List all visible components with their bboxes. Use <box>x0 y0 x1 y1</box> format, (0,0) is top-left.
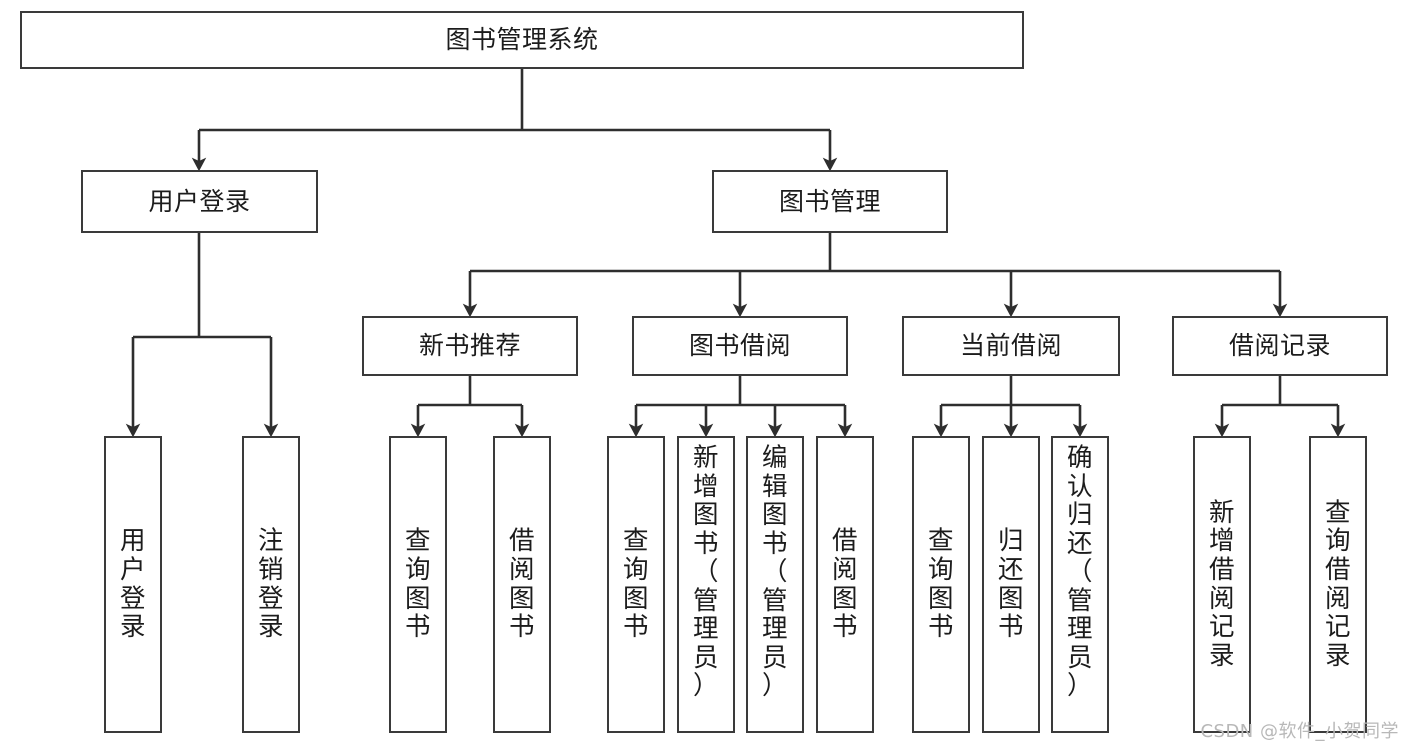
node-label: 查 询 借 阅 记 录 <box>1324 497 1351 671</box>
node-label: 图书借阅 <box>688 331 791 360</box>
node-leaf-add-record[interactable]: 新 增 借 阅 记 录 <box>1193 436 1251 733</box>
node-label: 借 阅 图 书 <box>831 526 858 643</box>
node-label: 图书管理 <box>778 186 881 216</box>
node-leaf-return-book[interactable]: 归 还 图 书 <box>982 436 1040 733</box>
node-label: 借 阅 图 书 <box>508 526 535 643</box>
node-label: 用户登录 <box>148 186 251 216</box>
node-leaf-edit-book[interactable]: 编 辑 图 书 （ 管 理 员 ） <box>746 436 804 733</box>
node-label: 查 询 图 书 <box>927 526 954 643</box>
csdn-watermark: CSDN @软件_小贺同学 <box>1200 721 1399 742</box>
node-leaf-user-login[interactable]: 用 户 登 录 <box>104 436 162 733</box>
node-user-login[interactable]: 用户登录 <box>81 170 318 233</box>
node-leaf-add-book[interactable]: 新 增 图 书 （ 管 理 员 ） <box>677 436 735 733</box>
node-borrow-record[interactable]: 借阅记录 <box>1172 316 1388 376</box>
node-leaf-borrow-book-2[interactable]: 借 阅 图 书 <box>816 436 874 733</box>
node-leaf-query-book-2[interactable]: 查 询 图 书 <box>607 436 665 733</box>
node-label: 新 增 图 书 （ 管 理 员 ） <box>692 443 719 702</box>
node-label: 查 询 图 书 <box>404 526 431 643</box>
node-label: 新书推荐 <box>418 331 521 360</box>
node-leaf-query-book-3[interactable]: 查 询 图 书 <box>912 436 970 733</box>
node-leaf-confirm-return[interactable]: 确 认 归 还 （ 管 理 员 ） <box>1051 436 1109 733</box>
node-leaf-query-book-1[interactable]: 查 询 图 书 <box>389 436 447 733</box>
node-label: 确 认 归 还 （ 管 理 员 ） <box>1066 443 1093 702</box>
node-label: 查 询 图 书 <box>622 526 649 643</box>
node-label: 归 还 图 书 <box>997 526 1024 643</box>
node-leaf-logout[interactable]: 注 销 登 录 <box>242 436 300 733</box>
node-label: 编 辑 图 书 （ 管 理 员 ） <box>761 443 788 702</box>
node-leaf-borrow-book-1[interactable]: 借 阅 图 书 <box>493 436 551 733</box>
node-label: 注 销 登 录 <box>257 526 284 643</box>
node-new-book-recommend[interactable]: 新书推荐 <box>362 316 578 376</box>
node-label: 借阅记录 <box>1228 331 1331 360</box>
node-label: 新 增 借 阅 记 录 <box>1208 497 1235 671</box>
node-label: 图书管理系统 <box>445 25 599 54</box>
node-leaf-query-record[interactable]: 查 询 借 阅 记 录 <box>1309 436 1367 733</box>
node-label: 用 户 登 录 <box>119 526 146 643</box>
node-root-system[interactable]: 图书管理系统 <box>20 11 1024 69</box>
node-book-borrow[interactable]: 图书借阅 <box>632 316 848 376</box>
node-current-borrow[interactable]: 当前借阅 <box>902 316 1120 376</box>
node-label: 当前借阅 <box>959 331 1062 360</box>
node-book-manage[interactable]: 图书管理 <box>712 170 948 233</box>
